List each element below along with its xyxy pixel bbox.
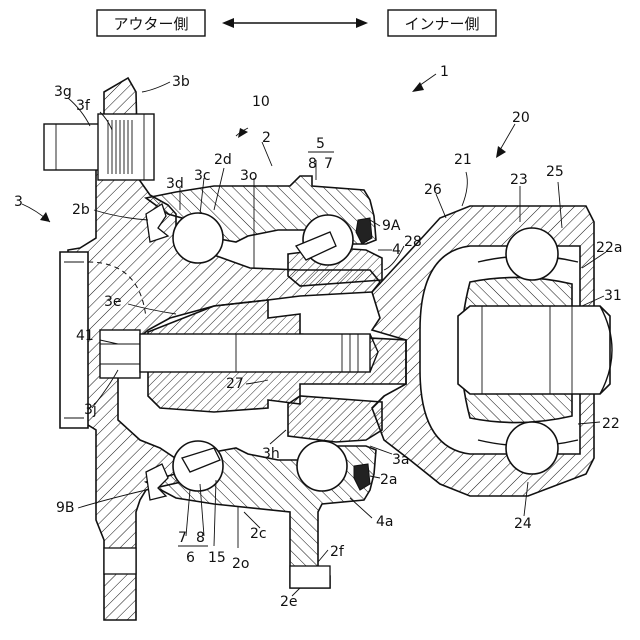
label-1: 1: [440, 64, 449, 80]
label-31: 31: [604, 288, 622, 304]
label-9A: 9A: [382, 218, 401, 234]
drive-shaft: [458, 306, 610, 394]
label-22a: 22a: [596, 240, 622, 256]
label-7-top: 7: [324, 156, 333, 172]
label-7-bottom: 7: [178, 530, 187, 546]
label-4: 4: [392, 242, 401, 258]
outer-side-label: アウター側: [113, 15, 188, 33]
label-2d: 2d: [214, 152, 232, 168]
label-2o: 2o: [232, 556, 249, 572]
label-3g: 3g: [54, 84, 72, 100]
label-24: 24: [514, 516, 532, 532]
flange-bolt-hole: [104, 548, 136, 574]
knuckle-mount-hole: [290, 566, 330, 588]
label-8-bottom: 8: [196, 530, 205, 546]
label-3d: 3d: [166, 176, 184, 192]
label-2b: 2b: [72, 202, 90, 218]
bolt-shank-41: [140, 334, 370, 372]
label-3f: 3f: [76, 98, 91, 114]
label-2f: 2f: [330, 544, 345, 560]
direction-header: アウター側 インナー側: [97, 10, 496, 36]
label-9B: 9B: [56, 500, 75, 516]
label-10: 10: [252, 94, 270, 110]
label-3o: 3o: [240, 168, 257, 184]
label-22: 22: [602, 416, 620, 432]
label-25: 25: [546, 164, 564, 180]
label-4a: 4a: [376, 514, 394, 530]
inner-side-label: インナー側: [404, 15, 479, 33]
label-2: 2: [262, 130, 271, 146]
label-26: 26: [424, 182, 442, 198]
ball-outer-top: [173, 213, 223, 263]
arrow-right-icon: [356, 18, 368, 28]
label-3a: 3a: [392, 452, 410, 468]
label-20: 20: [512, 110, 530, 126]
label-6: 6: [186, 550, 195, 566]
cvj-ball-top: [506, 228, 558, 280]
label-21: 21: [454, 152, 472, 168]
cvj-ball-bottom: [506, 422, 558, 474]
label-41: 41: [76, 328, 94, 344]
ball-inner-bottom: [297, 441, 347, 491]
bolt-head-41: [100, 330, 140, 378]
label-3c: 3c: [194, 168, 211, 184]
label-2a: 2a: [380, 472, 398, 488]
label-2e: 2e: [280, 594, 298, 610]
label-3j: 3j: [84, 402, 97, 418]
hub-bolt: [44, 114, 154, 180]
label-3b: 3b: [172, 74, 190, 90]
label-28: 28: [404, 234, 422, 250]
label-5: 5: [316, 136, 325, 152]
label-8-top: 8: [308, 156, 317, 172]
label-3h: 3h: [262, 446, 280, 462]
label-2c: 2c: [250, 526, 267, 542]
label-27: 27: [226, 376, 244, 392]
arrow-left-icon: [222, 18, 234, 28]
label-15: 15: [208, 550, 226, 566]
label-23: 23: [510, 172, 528, 188]
label-3e: 3e: [104, 294, 122, 310]
label-3: 3: [14, 194, 23, 210]
